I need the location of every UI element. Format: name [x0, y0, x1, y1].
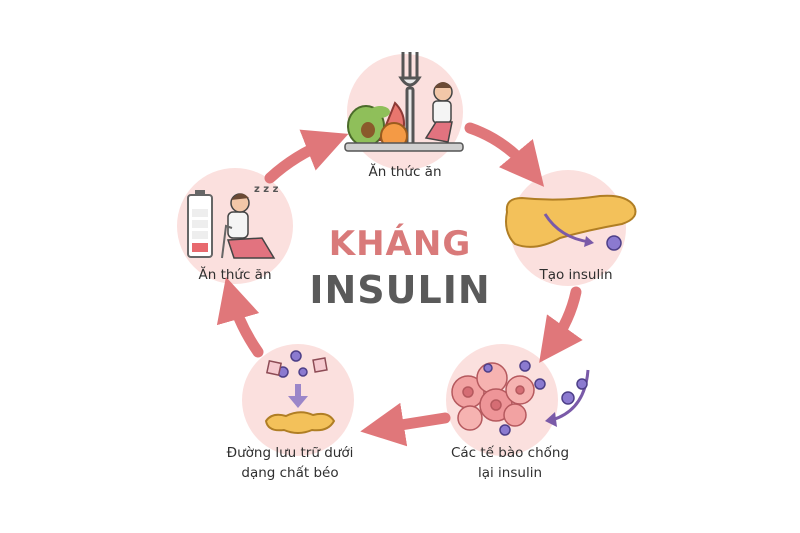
arrow-left-to-top	[264, 129, 349, 184]
fruit-icon	[347, 101, 408, 150]
insulin-molecule-icon	[606, 235, 622, 251]
arrow-top-to-right	[464, 122, 545, 187]
sugar-molecules-icon	[277, 350, 308, 378]
step-label-bottom-left-line2: dạng chất béo	[241, 465, 338, 481]
step-label-bottom-right-line2: lại insulin	[478, 465, 542, 481]
cells-icon	[451, 362, 535, 431]
step-label-right: Tạo insulin	[538, 267, 612, 283]
step-label-top: Ăn thức ăn	[368, 162, 441, 180]
arrow-bottom-left-to-left	[216, 276, 264, 358]
step-label-left: Ăn thức ăn	[198, 265, 271, 283]
step-label-bottom-left-line1: Đường lưu trữ dưới	[227, 445, 354, 461]
insulin-arrow-icon	[545, 369, 590, 427]
insulin-molecules-icon	[483, 360, 546, 436]
cycle-arrows	[216, 122, 583, 447]
plate-icon	[344, 142, 464, 152]
battery-icon	[187, 190, 213, 258]
pancreas-icon	[505, 194, 637, 251]
down-arrow-icon	[288, 384, 308, 408]
arrow-bottom-right-to-bottom-left	[360, 402, 451, 447]
fat-icon	[264, 411, 336, 434]
eating-person-icon	[424, 82, 453, 143]
sleep-zzz-icon: z z z	[254, 184, 279, 195]
arrow-right-to-bottom	[539, 286, 583, 363]
title-line-2: INSULIN	[309, 268, 491, 312]
step-label-bottom-right-line1: Các tế bào chống	[451, 444, 569, 461]
sugar-cubes-icon	[265, 357, 328, 377]
tired-person-icon: z z z	[221, 184, 279, 259]
title-line-1: KHÁNG	[328, 224, 472, 264]
